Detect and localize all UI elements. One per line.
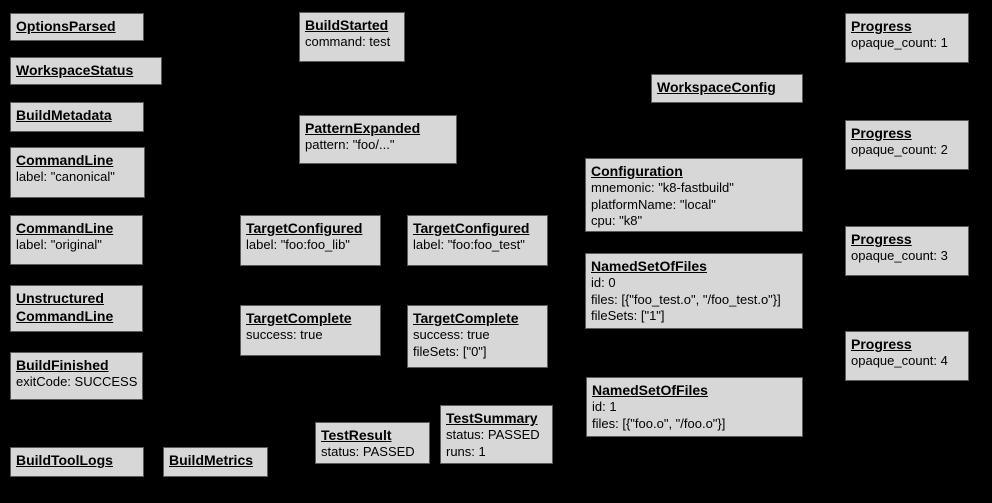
node-title: NamedSetOfFiles xyxy=(591,258,707,274)
node-title: TargetConfigured xyxy=(413,220,530,236)
node-title: WorkspaceStatus xyxy=(16,62,134,78)
node-progress-1: Progress opaque_count: 1 xyxy=(845,13,969,63)
node-field: fileSets: ["1"] xyxy=(591,308,665,323)
node-field: opaque_count: 4 xyxy=(851,353,948,368)
node-title: TargetComplete xyxy=(246,310,352,326)
node-field: success: true xyxy=(246,327,323,342)
node-title: CommandLine xyxy=(16,152,114,168)
node-title: OptionsParsed xyxy=(16,18,116,34)
node-title: TestResult xyxy=(321,427,392,443)
node-field: id: 1 xyxy=(592,399,617,414)
node-title: Progress xyxy=(851,336,912,352)
node-title: TestSummary xyxy=(446,410,538,426)
node-options-parsed: OptionsParsed xyxy=(10,13,144,41)
node-field: platformName: "local" xyxy=(591,196,716,212)
node-field: fileSets: ["0"] xyxy=(413,343,487,359)
node-field: exitCode: SUCCESS xyxy=(16,374,138,389)
node-field: pattern: "foo/..." xyxy=(305,137,395,152)
node-title: Progress xyxy=(851,18,912,34)
node-target-configured-foo-lib: TargetConfigured label: "foo:foo_lib" xyxy=(240,215,381,266)
node-field: status: PASSED xyxy=(321,444,415,459)
node-title: Progress xyxy=(851,125,912,141)
node-field: command: test xyxy=(305,34,391,49)
node-build-started: BuildStarted command: test xyxy=(299,12,405,62)
node-named-set-of-files-0: NamedSetOfFiles id: 0 files: [{"foo_test… xyxy=(585,253,803,329)
node-title: TargetConfigured xyxy=(246,220,363,236)
node-build-tool-logs: BuildToolLogs xyxy=(10,447,144,477)
node-build-finished: BuildFinished exitCode: SUCCESS xyxy=(10,352,143,400)
node-progress-4: Progress opaque_count: 4 xyxy=(845,331,969,381)
node-title: BuildMetadata xyxy=(16,107,112,123)
node-target-configured-foo-test: TargetConfigured label: "foo:foo_test" xyxy=(407,215,548,266)
node-command-line-original: CommandLine label: "original" xyxy=(10,215,143,265)
node-field: success: true xyxy=(413,327,490,342)
node-build-metrics: BuildMetrics xyxy=(163,447,268,477)
node-pattern-expanded: PatternExpanded pattern: "foo/..." xyxy=(299,115,457,164)
node-unstructured-command-line: Unstructured CommandLine xyxy=(10,285,143,332)
node-title: Progress xyxy=(851,231,912,247)
node-progress-3: Progress opaque_count: 3 xyxy=(845,226,969,276)
node-title: Unstructured CommandLine xyxy=(16,290,114,324)
node-field: status: PASSED xyxy=(446,427,540,442)
node-title: NamedSetOfFiles xyxy=(592,382,708,398)
node-test-summary: TestSummary status: PASSED runs: 1 xyxy=(440,405,553,464)
node-configuration: Configuration mnemonic: "k8-fastbuild" p… xyxy=(585,158,803,232)
node-field: mnemonic: "k8-fastbuild" xyxy=(591,180,734,195)
node-field: files: [{"foo.o", "/foo.o"}] xyxy=(592,415,726,431)
node-progress-2: Progress opaque_count: 2 xyxy=(845,120,969,170)
node-title: CommandLine xyxy=(16,220,114,236)
node-test-result: TestResult status: PASSED xyxy=(315,422,430,464)
node-field: label: "original" xyxy=(16,237,102,252)
node-target-complete-foo-lib: TargetComplete success: true xyxy=(240,305,381,356)
node-workspace-status: WorkspaceStatus xyxy=(10,57,162,85)
node-title: WorkspaceConfig xyxy=(657,79,776,95)
node-build-metadata: BuildMetadata xyxy=(10,102,144,132)
node-title: Configuration xyxy=(591,163,683,179)
node-workspace-config: WorkspaceConfig xyxy=(651,74,803,103)
node-title: TargetComplete xyxy=(413,310,519,326)
node-field: label: "foo:foo_test" xyxy=(413,237,525,252)
node-title: BuildMetrics xyxy=(169,452,254,468)
node-title: BuildFinished xyxy=(16,357,109,373)
node-field: label: "canonical" xyxy=(16,169,115,184)
node-title: PatternExpanded xyxy=(305,120,421,136)
node-field: runs: 1 xyxy=(446,443,486,459)
node-named-set-of-files-1: NamedSetOfFiles id: 1 files: [{"foo.o", … xyxy=(586,377,803,437)
node-field: cpu: "k8" xyxy=(591,213,643,228)
node-title: BuildStarted xyxy=(305,17,389,33)
node-field: opaque_count: 2 xyxy=(851,142,948,157)
node-field: opaque_count: 1 xyxy=(851,35,948,50)
node-field: id: 0 xyxy=(591,275,616,290)
node-field: files: [{"foo_test.o", "/foo_test.o"}] xyxy=(591,291,781,307)
node-command-line-canonical: CommandLine label: "canonical" xyxy=(10,147,145,198)
node-target-complete-foo-test: TargetComplete success: true fileSets: [… xyxy=(407,305,548,368)
node-title: BuildToolLogs xyxy=(16,452,113,468)
node-field: opaque_count: 3 xyxy=(851,248,948,263)
node-field: label: "foo:foo_lib" xyxy=(246,237,350,252)
